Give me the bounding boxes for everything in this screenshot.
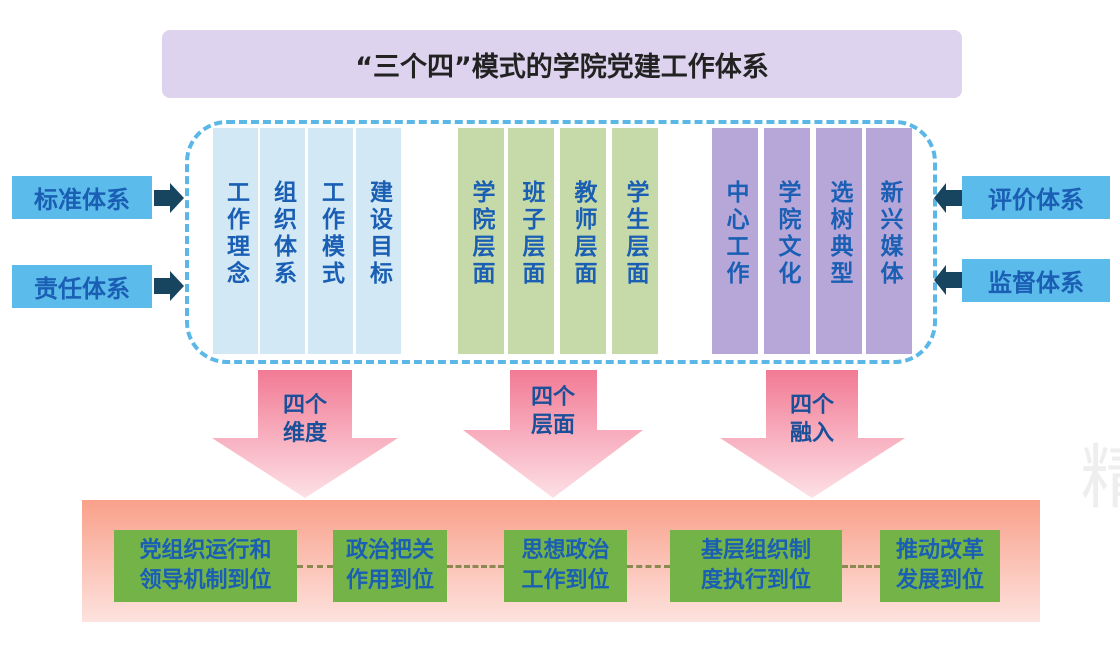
column-label: 新兴媒体	[876, 180, 902, 288]
outcome-box: 推动改革发展到位	[880, 530, 1000, 602]
outcome-label: 领导机制到位	[139, 568, 272, 593]
down-arrow-icon	[720, 370, 905, 498]
arrow-label: 四个	[789, 393, 834, 418]
column-label: 学院文化	[774, 180, 800, 288]
outcome-label: 发展到位	[895, 568, 984, 593]
column-label: 建设目标	[365, 180, 392, 288]
outcome-label: 政治把关	[345, 538, 434, 563]
supervision-system-box: 监督体系	[962, 259, 1110, 302]
evaluation-system-box: 评价体系	[962, 176, 1110, 219]
arrow-label: 四个	[530, 385, 575, 410]
down-arrow-icon	[212, 370, 398, 498]
arrow-label: 融入	[789, 421, 834, 446]
column-label: 中心工作	[722, 180, 748, 288]
level-column: 学生层面	[612, 128, 658, 354]
down-arrow-levels: 四个层面	[458, 362, 648, 492]
column-label: 学院层面	[468, 180, 494, 288]
left-arrow-icon	[934, 183, 962, 213]
responsibility-system-box: 责任体系	[12, 265, 152, 308]
right-arrow-icon	[154, 183, 184, 213]
outcome-label: 党组织运行和	[139, 538, 272, 563]
dashed-connector	[297, 565, 333, 568]
down-arrow-icon	[463, 370, 643, 498]
column-label: 组织体系	[269, 180, 296, 288]
integration-column: 学院文化	[764, 128, 810, 354]
column-label: 工作理念	[222, 180, 249, 288]
level-column: 班子层面	[508, 128, 554, 354]
dashed-connector	[447, 565, 504, 568]
outcome-label: 工作到位	[521, 568, 610, 593]
outcome-box: 思想政治工作到位	[504, 530, 627, 602]
column-label: 选树典型	[826, 180, 852, 288]
arrow-label: 层面	[530, 413, 575, 438]
right-arrow-icon	[154, 271, 184, 301]
watermark: 精	[1069, 440, 1120, 510]
dashed-connector	[842, 565, 880, 568]
outcome-box: 政治把关作用到位	[333, 530, 447, 602]
level-column: 学院层面	[458, 128, 504, 354]
diagram-title: “三个四”模式的学院党建工作体系	[162, 30, 962, 98]
outcome-box: 基层组织制度执行到位	[670, 530, 842, 602]
down-arrow-dimensions: 四个维度	[210, 370, 400, 500]
dimension-column: 工作理念	[213, 128, 258, 354]
level-column: 教师层面	[560, 128, 606, 354]
outcome-label: 度执行到位	[700, 568, 811, 593]
left-arrow-icon	[934, 265, 962, 295]
down-arrow-integration: 四个融入	[717, 370, 907, 500]
dimension-column: 工作模式	[308, 128, 353, 354]
outcome-label: 基层组织制	[700, 538, 811, 563]
outcome-label: 思想政治	[521, 538, 610, 563]
dimension-column: 建设目标	[356, 128, 401, 354]
outcome-label: 推动改革	[895, 538, 984, 563]
dashed-connector	[627, 565, 670, 568]
column-label: 班子层面	[518, 180, 544, 288]
outcome-label: 作用到位	[345, 568, 434, 593]
integration-column: 中心工作	[712, 128, 758, 354]
column-label: 教师层面	[570, 180, 596, 288]
dimension-column: 组织体系	[260, 128, 305, 354]
integration-column: 选树典型	[816, 128, 862, 354]
dashed-frame	[185, 120, 937, 364]
column-label: 工作模式	[317, 180, 344, 288]
integration-column: 新兴媒体	[866, 128, 912, 354]
standard-system-box: 标准体系	[12, 176, 152, 219]
arrow-label: 四个	[282, 393, 327, 418]
arrow-label: 维度	[282, 421, 327, 446]
column-label: 学生层面	[622, 180, 648, 288]
outcome-box: 党组织运行和领导机制到位	[114, 530, 297, 602]
